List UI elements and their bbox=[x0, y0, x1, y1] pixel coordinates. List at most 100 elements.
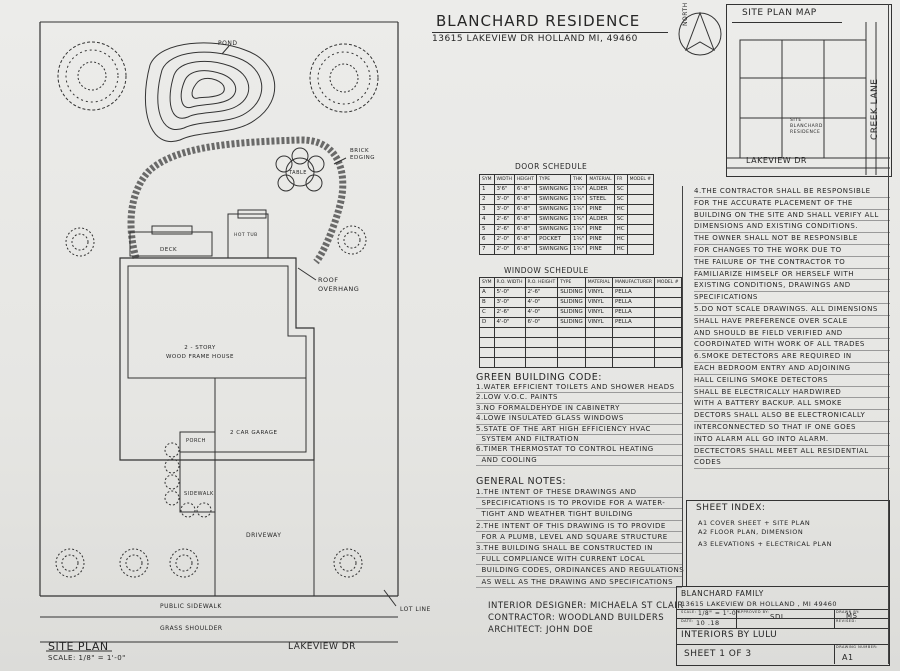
credits: INTERIOR DESIGNER: MICHAELA ST CLAIR CON… bbox=[488, 600, 684, 636]
list-item: EXISTING CONDITIONS, DRAWINGS AND bbox=[694, 280, 890, 293]
list-item: 4.THE CONTRACTOR SHALL BE RESPONSIBLE bbox=[694, 186, 890, 198]
public-sidewalk-label: PUBLIC SIDEWALK bbox=[160, 603, 222, 610]
title-block bbox=[676, 586, 890, 666]
general-notes: GENERAL NOTES: 1.THE INTENT OF THESE DRA… bbox=[476, 476, 684, 588]
table-label: TABLE bbox=[289, 170, 307, 176]
green-code-title: GREEN BUILDING CODE: bbox=[476, 372, 602, 383]
list-item: THE OWNER SHALL NOT BE RESPONSIBLE bbox=[694, 233, 890, 245]
list-item: FULL COMPLIANCE WITH CURRENT LOCAL bbox=[476, 554, 682, 566]
site-plan-scale: SCALE: 1/8" = 1'-0" bbox=[48, 654, 126, 662]
list-item: AS WELL AS THE DRAWING AND SPECIFICATION… bbox=[476, 577, 682, 588]
tree bbox=[309, 43, 379, 113]
patio-table bbox=[275, 147, 325, 192]
list-item: FOR A PLUMB, LEVEL AND SQUARE STRUCTURE bbox=[476, 532, 682, 544]
list-item: 2.THE INTENT OF THIS DRAWING IS TO PROVI… bbox=[476, 521, 682, 532]
list-item: 5.STATE OF THE ART HIGH EFFICIENCY HVAC bbox=[476, 425, 682, 436]
grass-shoulder-label: GRASS SHOULDER bbox=[160, 625, 223, 632]
drawn-by: MS bbox=[846, 612, 858, 620]
list-item: SPECIFICATIONS IS TO PROVIDE FOR A WATER… bbox=[476, 498, 682, 510]
site-map-frame bbox=[726, 4, 892, 177]
list-item: FAMILIARIZE HIMSELF OR HERSELF WITH bbox=[694, 269, 890, 281]
list-item: 1.THE INTENT OF THESE DRAWINGS AND bbox=[476, 487, 682, 499]
interior-designer: INTERIOR DESIGNER: MICHAELA ST CLAIR bbox=[488, 601, 684, 611]
list-item: AND SHOULD BE FIELD VERIFIED AND bbox=[694, 328, 890, 340]
deck bbox=[129, 231, 213, 257]
window-schedule-title: WINDOW SCHEDULE bbox=[504, 266, 589, 275]
list-item: 2.LOW V.O.C. PAINTS bbox=[476, 393, 682, 404]
list-item: SHALL BE ELECTRICALLY HARDWIRED bbox=[694, 387, 890, 399]
list-item: 5.DO NOT SCALE DRAWINGS. ALL DIMENSIONS bbox=[694, 304, 890, 316]
sheet-number: SHEET 1 OF 3 bbox=[684, 649, 752, 659]
north-arrow-icon bbox=[678, 11, 722, 56]
list-item: DECTORS SHALL ALSO BE ELECTRONICALLY bbox=[694, 410, 890, 422]
site-map-street: LAKEVIEW DR bbox=[746, 156, 807, 165]
pond-contours bbox=[144, 42, 276, 143]
list-item: 3.NO FORMALDEHYDE IN CABINETRY bbox=[476, 404, 682, 415]
site-map-residence: SITE BLANCHARD RESIDENCE bbox=[790, 118, 823, 135]
list-item: AND COOLING bbox=[476, 456, 682, 467]
list-item: 6.TIMER THERMOSTAT TO CONTROL HEATING bbox=[476, 445, 682, 456]
list-item: A2 FLOOR PLAN, DIMENSION bbox=[698, 527, 804, 536]
tree bbox=[57, 41, 127, 111]
client-name: BLANCHARD FAMILY bbox=[681, 589, 764, 598]
list-item: SHALL HAVE PREFERENCE OVER SCALE bbox=[694, 316, 890, 328]
project-address: 13615 LAKEVIEW DR HOLLAND MI, 49460 bbox=[432, 34, 638, 44]
garage-label: 2 CAR GARAGE bbox=[230, 430, 278, 436]
date-value: 10 .18 bbox=[696, 619, 720, 627]
list-item: EACH BEDROOM ENTRY AND ADJOINING bbox=[694, 363, 890, 375]
pond-label: POND bbox=[218, 40, 238, 47]
list-item: 1.WATER EFFICIENT TOILETS AND SHOWER HEA… bbox=[476, 383, 682, 394]
list-item: DECTECTORS SHALL MEET ALL RESIDENTIAL bbox=[694, 446, 890, 458]
table-row bbox=[479, 347, 682, 358]
list-item: INTERCONNECTED SO THAT IF ONE GOES bbox=[694, 422, 890, 434]
list-item: BUILDING CODES, ORDINANCES AND REGULATIO… bbox=[476, 565, 684, 577]
list-item: HALL CEILING SMOKE DETECTORS bbox=[694, 375, 890, 387]
list-item: INTO ALARM ALL GO INTO ALARM. bbox=[694, 434, 890, 446]
list-item: 4.LOWE INSULATED GLASS WINDOWS bbox=[476, 414, 682, 425]
deck-label: DECK bbox=[160, 247, 178, 253]
site-plan-drawing bbox=[39, 21, 399, 652]
table-row bbox=[479, 337, 682, 348]
architect: ARCHITECT: JOHN DOE bbox=[488, 625, 594, 635]
list-item: SYSTEM AND FILTRATION bbox=[476, 435, 682, 446]
roof-overhang bbox=[119, 257, 315, 461]
site-map-grid bbox=[726, 22, 890, 175]
table-row bbox=[479, 357, 682, 368]
list-item: BUILDING ON THE SITE AND SHALL VERIFY AL… bbox=[694, 210, 890, 222]
firm-name: INTERIORS BY LULU bbox=[681, 630, 778, 640]
site-plan-title: SITE PLAN bbox=[48, 640, 109, 653]
list-item: TIGHT AND WEATHER TIGHT BUILDING bbox=[476, 509, 682, 521]
client-address: 13615 LAKEVIEW DR HOLLAND , MI 49460 bbox=[681, 600, 838, 608]
project-title: BLANCHARD RESIDENCE bbox=[436, 12, 641, 30]
roof-overhang-label: ROOF OVERHANG bbox=[318, 276, 360, 293]
list-item: CODES bbox=[694, 457, 890, 470]
street-label: LAKEVIEW DR bbox=[288, 642, 356, 652]
list-item: FOR THE ACCURATE PLACEMENT OF THE bbox=[694, 198, 890, 210]
site-map-creek: CREEK LANE bbox=[870, 78, 880, 140]
hot-tub-label: HOT TUB bbox=[234, 233, 258, 238]
sheet-index-title: SHEET INDEX: bbox=[696, 503, 766, 513]
site-map-title: SITE PLAN MAP bbox=[742, 8, 817, 18]
drawing-number: A1 bbox=[842, 653, 854, 662]
sheet-index-items: A1 COVER SHEET + SITE PLAN A2 FLOOR PLAN… bbox=[698, 519, 832, 549]
list-item: A3 ELEVATIONS + ELECTRICAL PLAN bbox=[698, 540, 832, 548]
approved-by: SDL bbox=[770, 613, 786, 621]
list-item: COORDINATED WITH WORK OF ALL TRADES bbox=[694, 339, 890, 352]
garage bbox=[214, 377, 307, 453]
list-item: 3.THE BUILDING SHALL BE CONSTRUCTED IN bbox=[476, 543, 682, 555]
door-schedule-title: DOOR SCHEDULE bbox=[515, 162, 588, 171]
list-item: SPECIFICATIONS bbox=[694, 292, 890, 304]
